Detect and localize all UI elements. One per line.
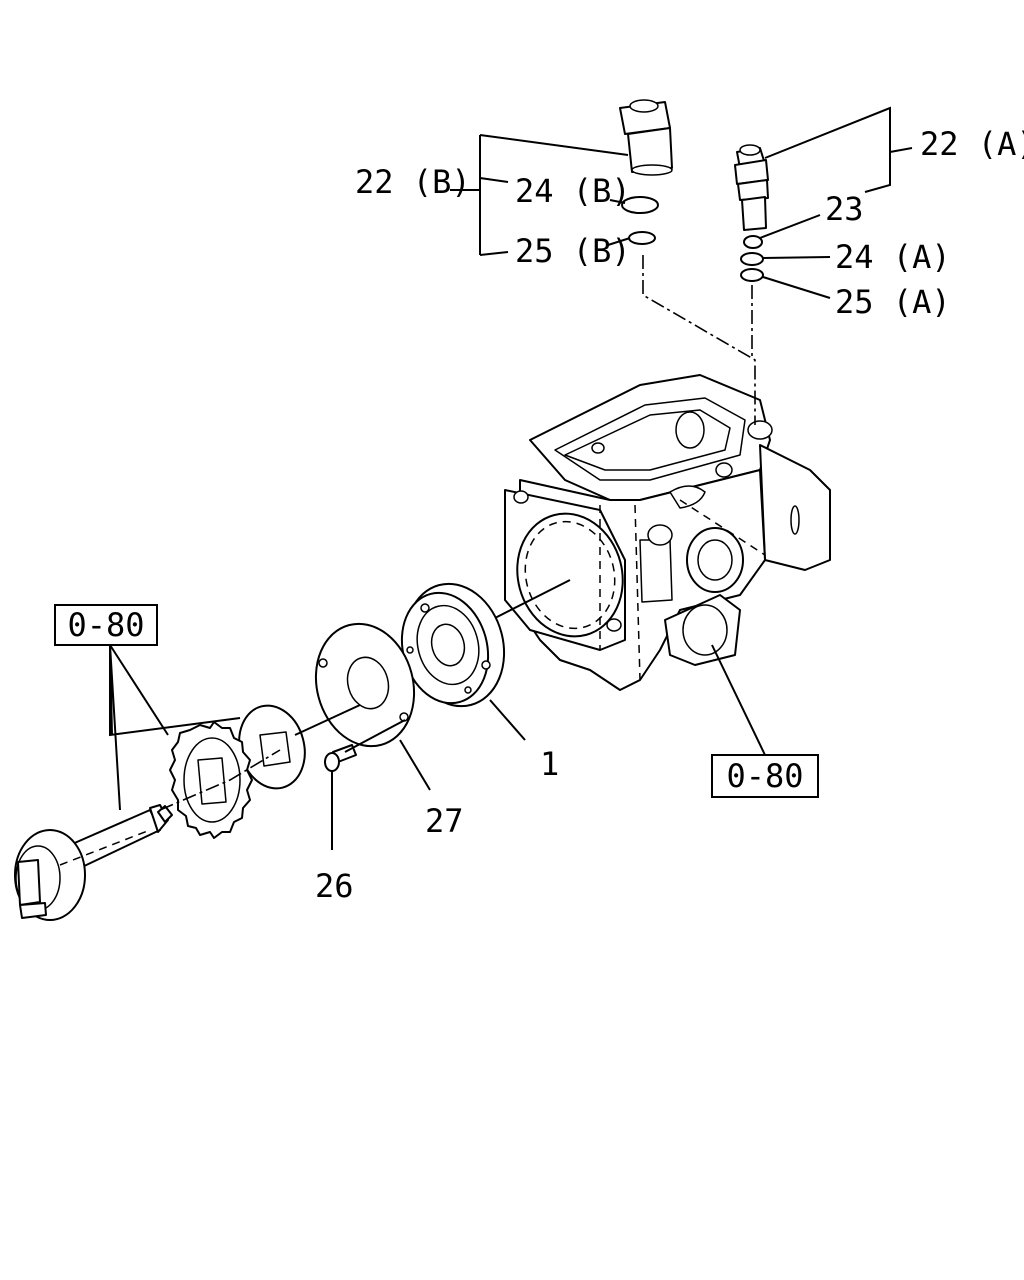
- assembly-centerlines: [159, 255, 756, 811]
- oring-24b: [621, 196, 659, 214]
- callout-labels: 22 (A) 22 (B) 23 24 (A) 24 (B) 25 (A) 25…: [315, 125, 1024, 905]
- drive-gear: [169, 721, 253, 839]
- part-22b-valve: [619, 99, 673, 176]
- callout-1: 1: [540, 745, 559, 783]
- callout-26: 26: [315, 867, 354, 905]
- callout-23: 23: [825, 190, 864, 228]
- callout-24a: 24 (A): [835, 238, 951, 276]
- ref-label-left: 0-80: [67, 606, 144, 644]
- part-22a-valve: [734, 144, 769, 231]
- ref-box-right: 0-80: [711, 754, 819, 798]
- callout-24b: 24 (B): [515, 172, 631, 210]
- callout-22b: 22 (B): [355, 163, 471, 201]
- callout-25b: 25 (B): [515, 232, 631, 270]
- drive-shaft: [14, 804, 173, 921]
- part-1-cover-plate: [400, 582, 506, 708]
- oring-25a: [740, 268, 764, 282]
- callout-22a: 22 (A): [920, 125, 1024, 163]
- callout-25a: 25 (A): [835, 283, 951, 321]
- part-27-plate: [314, 622, 416, 748]
- oring-24a: [740, 252, 764, 266]
- oring-25b: [628, 231, 656, 245]
- pump-housing: [504, 374, 831, 691]
- leader-lines: [109, 106, 913, 850]
- part-23-spring: [743, 235, 763, 249]
- ref-box-left: 0-80: [54, 604, 158, 646]
- callout-27: 27: [425, 802, 464, 840]
- ref-label-right: 0-80: [726, 757, 803, 795]
